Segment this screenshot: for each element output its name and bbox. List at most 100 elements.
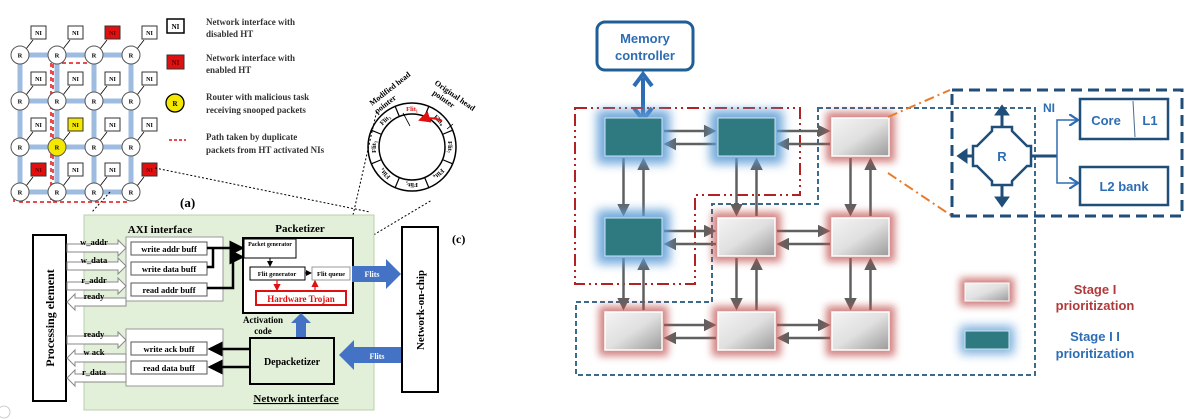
- ring-flit-label: Flit₇: [446, 141, 453, 153]
- svg-text:receiving snooped packets: receiving snooped packets: [206, 105, 306, 115]
- stage-one-node: [604, 311, 663, 351]
- stage-two-node: [604, 217, 663, 257]
- svg-text:NI: NI: [172, 23, 180, 31]
- svg-text:packets from HT activated NIs: packets from HT activated NIs: [206, 145, 325, 155]
- l2-bank-box: [1078, 165, 1170, 207]
- ni-detail-label: NI: [1043, 101, 1055, 115]
- ni-node: [67, 117, 84, 132]
- stage-one-glow: [599, 306, 668, 356]
- subfigure-a-label: (a): [180, 195, 195, 210]
- router-node: [121, 137, 141, 157]
- signal-arrow-right: [66, 256, 127, 276]
- router-node-label: R: [18, 99, 23, 106]
- router-node-label: R: [18, 190, 23, 197]
- ni-node: [30, 71, 47, 86]
- router-node: [121, 182, 141, 202]
- l1-label: L1: [1142, 113, 1157, 128]
- processing-element-label: Processing element: [43, 269, 57, 366]
- router-port-arrows: [956, 104, 1057, 208]
- core-l1-box: [1078, 97, 1170, 141]
- ni-node: [104, 71, 121, 86]
- stage-two-glow: [597, 110, 670, 164]
- ni-node: [67, 25, 84, 40]
- stage-two-node: [604, 117, 663, 157]
- stage-one-glow: [712, 306, 781, 356]
- router-node-label: R: [129, 99, 134, 106]
- svg-text:prioritization: prioritization: [1056, 298, 1135, 313]
- ni-node-label: NI: [35, 168, 42, 174]
- ni-node-label: NI: [72, 123, 79, 129]
- head-pointer-shift-arrow: [418, 111, 443, 123]
- svg-text:Network interface with: Network interface with: [206, 53, 295, 63]
- ni-node-label: NI: [35, 77, 42, 83]
- ni-node: [67, 71, 84, 86]
- malicious-router-node: [47, 137, 67, 157]
- processing-element-box: [32, 234, 67, 402]
- stage-two-legend-glow: [960, 326, 1014, 354]
- signal-label: ready: [84, 291, 105, 301]
- router-node: [10, 137, 30, 157]
- network-on-chip-label: Network-on-chip: [415, 270, 427, 350]
- ni-enabled-node: [141, 162, 158, 177]
- axi-buffer: [130, 360, 208, 375]
- svg-text:Flit generator: Flit generator: [258, 271, 297, 278]
- ni-detail-box: [950, 88, 1184, 218]
- signal-label: r_addr: [81, 275, 107, 285]
- router-node-label: R: [92, 145, 97, 152]
- ni-node-label: NI: [72, 31, 79, 37]
- axi-buffer-label: read addr buff: [142, 285, 195, 295]
- ni-enabled-node: [30, 162, 47, 177]
- hardware-trojan-box: [255, 290, 347, 306]
- ni-node-label: NI: [72, 168, 79, 174]
- stage-one-region: [575, 107, 1036, 376]
- ni-node-label: NI: [72, 77, 79, 83]
- stage-one-node: [831, 117, 890, 157]
- signal-arrow-right: [66, 276, 127, 296]
- ni-node-label: NI: [35, 123, 42, 129]
- activation-code-arrow: [291, 313, 311, 338]
- ni-node: [141, 71, 158, 86]
- stage-two-legend-swatch: [964, 330, 1010, 350]
- zoom-line-bottom: [887, 172, 953, 217]
- router-node-label: R: [55, 99, 60, 106]
- ni-node: [104, 117, 121, 132]
- svg-text:NI: NI: [172, 59, 180, 67]
- router-node: [84, 91, 104, 111]
- svg-text:Network interface with: Network interface with: [206, 17, 295, 27]
- network-on-chip-box: [401, 226, 439, 393]
- router-node-label: R: [129, 190, 134, 197]
- ring-flit-label: Flit₁: [406, 106, 418, 113]
- zoom-line-top: [887, 89, 951, 118]
- router-node-label: R: [129, 145, 134, 152]
- router-node: [84, 182, 104, 202]
- router-octagon-icon: [971, 125, 1033, 187]
- axi-buffer-label: write data buff: [142, 264, 196, 274]
- stage-one-node: [717, 311, 776, 351]
- stage-two-region: [574, 107, 801, 285]
- router-node: [10, 45, 30, 65]
- ni-node: [104, 162, 121, 177]
- grid-nodes: [597, 110, 895, 356]
- grid-links: [617, 124, 877, 345]
- svg-text:Stage I I: Stage I I: [1070, 329, 1120, 344]
- router-node-label: R: [129, 53, 134, 60]
- signal-label: r_data: [82, 367, 107, 377]
- signal-arrow-right: [66, 330, 127, 350]
- ni-node-label: NI: [146, 123, 153, 129]
- memory-controller-box: [595, 20, 695, 72]
- stage-two-glow: [710, 110, 783, 164]
- hardware-trojan-label: Hardware Trojan: [267, 294, 335, 304]
- flit-ring-buffer: Flit₁Flit₀Flit₇Flit₆Flit₅Flit₄Flit₃Flit₂…: [367, 70, 477, 192]
- router-node-label: R: [55, 145, 60, 152]
- ni-node-label: NI: [109, 31, 116, 37]
- packetizer-title: Packetizer: [275, 223, 325, 235]
- depacketizer-box: [249, 337, 335, 385]
- svg-text:Flits: Flits: [369, 352, 384, 361]
- mesh-legend: NI NI R Network interface with disabled …: [165, 17, 325, 155]
- svg-text:disabled HT: disabled HT: [206, 29, 253, 39]
- ni-node-label: NI: [146, 77, 153, 83]
- svg-text:controller: controller: [615, 48, 675, 63]
- router-node: [121, 45, 141, 65]
